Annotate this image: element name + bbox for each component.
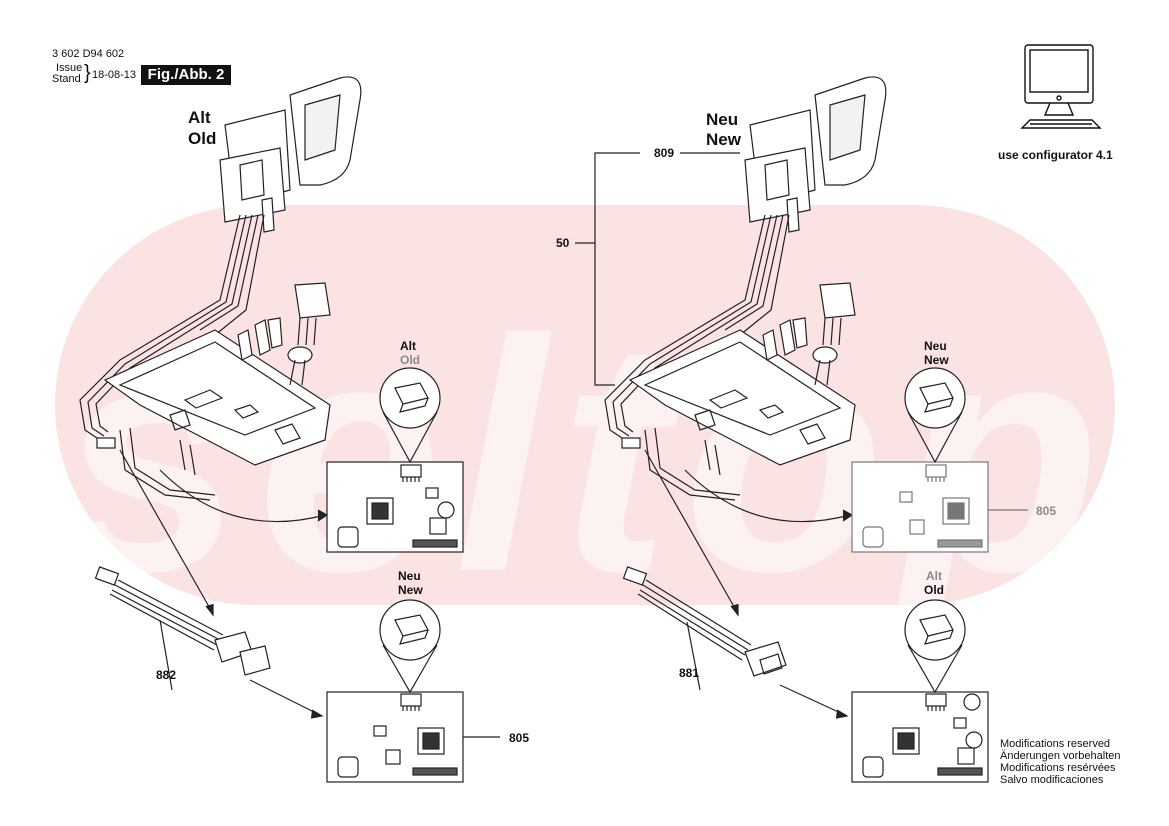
brace: } bbox=[84, 62, 91, 84]
figure-label: Fig./Abb. 2 bbox=[141, 65, 231, 85]
modifications-en: Modifications reserved bbox=[1000, 738, 1111, 750]
right-title-de: Neu bbox=[706, 110, 739, 129]
left-zoom-bottom-en: New bbox=[398, 583, 423, 597]
label-882: 882 bbox=[156, 668, 177, 682]
left-cable-882 bbox=[94, 566, 271, 691]
right-label-805: 805 bbox=[1036, 504, 1057, 518]
left-zoom-top-de: Alt bbox=[400, 339, 416, 353]
left-wire-bundle bbox=[79, 214, 265, 449]
left-lower-arrow bbox=[249, 679, 321, 716]
configurator-text: use configurator 4.1 bbox=[998, 148, 1113, 162]
right-assembly bbox=[575, 76, 1028, 783]
right-lower-board bbox=[851, 691, 989, 783]
left-upper-board bbox=[326, 461, 464, 553]
right-lower-arrow bbox=[779, 684, 846, 716]
right-arc-arrow bbox=[684, 469, 851, 523]
left-trigger-switch bbox=[219, 76, 362, 233]
right-cable-881 bbox=[622, 566, 787, 691]
left-arc-arrow bbox=[159, 469, 326, 523]
issue-date: 18-08-13 bbox=[92, 69, 137, 81]
modifications-es: Salvo modificaciones bbox=[1000, 774, 1104, 786]
right-title-en: New bbox=[706, 130, 741, 149]
right-zoom-top-en: New bbox=[924, 353, 949, 367]
bracket-50 bbox=[594, 152, 640, 386]
left-upper-zoom bbox=[379, 367, 441, 464]
right-top-connector bbox=[762, 282, 856, 386]
left-top-connector bbox=[237, 282, 331, 386]
left-zoom-top-en: Old bbox=[400, 353, 420, 367]
right-zoom-top-de: Neu bbox=[924, 339, 947, 353]
label-50: 50 bbox=[556, 236, 570, 250]
label-881: 881 bbox=[679, 666, 700, 680]
computer-icon bbox=[1020, 44, 1102, 129]
left-pcb-frame bbox=[103, 329, 331, 501]
part-number: 3 602 D94 602 bbox=[52, 48, 125, 60]
left-label-805: 805 bbox=[509, 731, 530, 745]
right-zoom-bottom-de: Alt bbox=[926, 569, 942, 583]
right-zoom-bottom-en: Old bbox=[924, 583, 944, 597]
right-pcb-frame bbox=[628, 329, 856, 501]
right-down-arrow bbox=[644, 449, 738, 613]
left-lower-zoom bbox=[379, 599, 441, 694]
left-down-arrow bbox=[119, 449, 213, 613]
issue-label: Issue bbox=[56, 62, 83, 74]
left-assembly bbox=[79, 76, 500, 783]
watermark-text: seltop bbox=[60, 271, 1100, 642]
left-zoom-bottom-de: Neu bbox=[398, 569, 421, 583]
left-title-en: Old bbox=[188, 129, 217, 148]
modifications-fr: Modifications resérvées bbox=[1000, 762, 1116, 774]
right-lower-zoom bbox=[904, 599, 966, 694]
left-lower-board bbox=[326, 691, 500, 783]
right-trigger-switch bbox=[744, 76, 887, 233]
right-upper-zoom bbox=[904, 367, 966, 464]
left-title-de: Alt bbox=[188, 108, 211, 127]
label-809: 809 bbox=[654, 146, 675, 160]
stand-label: Stand bbox=[52, 73, 81, 85]
modifications-de: Änderungen vorbehalten bbox=[1000, 750, 1121, 762]
right-upper-board bbox=[851, 461, 1028, 553]
modifications-note: Modifications reserved Änderungen vorbeh… bbox=[1000, 738, 1120, 786]
